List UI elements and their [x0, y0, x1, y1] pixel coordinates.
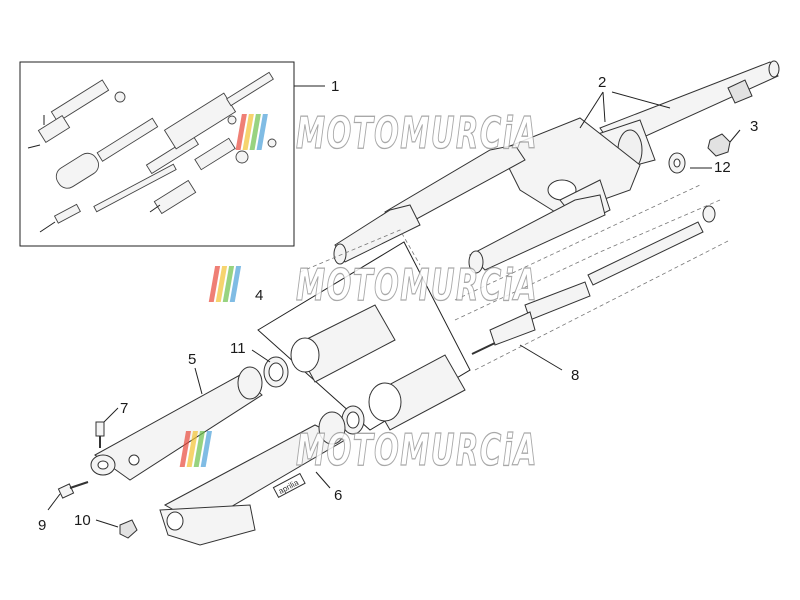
part-number-3: 3 [750, 118, 758, 135]
watermark-stripe [200, 431, 213, 467]
part-number-2: 2 [598, 74, 606, 91]
part-number-12: 12 [714, 159, 731, 176]
watermark-stripe [215, 266, 228, 302]
watermark-stripe [235, 114, 247, 150]
watermark-stripe [179, 431, 192, 467]
part-10-cap-nut [119, 519, 138, 539]
part-number-9: 9 [38, 517, 46, 534]
watermark-text: MOTOMURCiA [296, 260, 538, 311]
part-5-left-slider [90, 366, 263, 481]
inset-assembly-box [19, 61, 295, 247]
upper-tubes [333, 144, 606, 274]
part-number-1: 1 [331, 78, 339, 95]
watermark-stripe [249, 114, 261, 150]
leader-lines [47, 85, 741, 528]
part-4-tubes-group [257, 241, 471, 431]
part-number-10: 10 [74, 512, 91, 529]
watermark: MOTOMURCiA [235, 107, 538, 160]
watermark-stripe [256, 114, 268, 150]
assembly-guide-lines [299, 184, 731, 371]
part-number-5: 5 [188, 351, 196, 368]
watermark: MOTOMURCiA [179, 424, 538, 477]
part-6-right-slider: aprilia [159, 411, 347, 546]
watermark-stripe [186, 431, 199, 467]
part-3-nut [707, 133, 731, 157]
watermark: MOTOMURCiA [208, 259, 538, 312]
part-number-8: 8 [571, 367, 579, 384]
watermark-stripe [193, 431, 206, 467]
part-number-4: 4 [255, 287, 263, 304]
watermark-stripe [222, 266, 235, 302]
part-number-7: 7 [120, 400, 128, 417]
part-8-damper-rod [471, 205, 716, 355]
part-11-seal-lower [341, 405, 365, 435]
watermark-text: MOTOMURCiA [296, 108, 538, 159]
part-11-seal [263, 356, 289, 388]
part-7-bolt [95, 421, 105, 448]
part-number-11: 11 [230, 340, 246, 357]
watermark-group: MOTOMURCiA MOTOMURCiA MOTOMURCiA [179, 107, 538, 477]
part-9-bolt [57, 481, 89, 499]
watermark-stripe [242, 114, 254, 150]
part-number-6: 6 [334, 487, 342, 504]
part-number-labels: 1 2 3 4 5 6 7 8 9 10 11 12 [38, 74, 758, 534]
watermark-stripe [229, 266, 242, 302]
watermark-text: MOTOMURCiA [296, 425, 538, 476]
watermark-stripe [208, 266, 221, 302]
part-12-washer [668, 152, 686, 174]
